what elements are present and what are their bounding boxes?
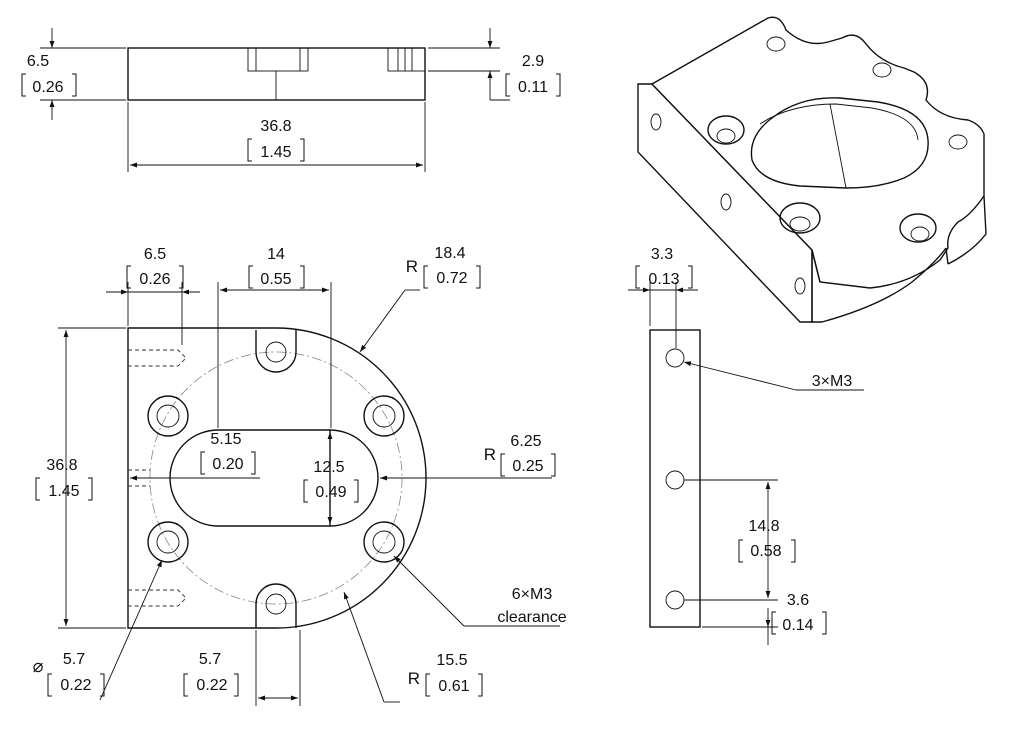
top-depth-in: 0.11: [518, 79, 548, 96]
slot-radius-prefix: R: [484, 445, 496, 464]
top-view: 6.5 0.26 2.9 0.11 36.8 1.45: [21, 28, 561, 172]
isometric-view: [637, 16, 987, 323]
top-width-mm: 36.8: [260, 118, 291, 135]
front-slot: [169, 429, 331, 527]
notch-width-in: 0.22: [196, 677, 227, 694]
iso-slot: [750, 97, 929, 189]
tapped-holes-label: 3×M3: [812, 373, 853, 390]
side-wall-in: 0.13: [648, 271, 679, 288]
left-wall-in: 0.26: [139, 271, 170, 288]
outer-radius-in: 0.72: [436, 270, 467, 287]
bolt-circle-mm: 15.5: [436, 652, 467, 669]
front-view: 6.5 0.26 14 0.55 R 18.4 0.72 5.15 0.20: [33, 245, 567, 706]
slot-offset-in: 0.20: [212, 456, 243, 473]
dim-bottom-offset: 3.6 0.14: [702, 592, 827, 645]
dim-tapped-holes: 3×M3: [683, 361, 864, 391]
counterbore-in: 0.22: [60, 677, 91, 694]
top-width-in: 1.45: [260, 144, 291, 161]
top-thickness-in: 0.26: [32, 79, 63, 96]
dim-front-height: 36.8 1.45: [35, 327, 126, 629]
top-view-counterbore: [247, 47, 309, 72]
hole-pattern-sub: clearance: [497, 609, 566, 626]
counterbore-mm: 5.7: [63, 651, 85, 668]
hole-spacing-in: 0.58: [750, 543, 781, 560]
bolt-circle-prefix: R: [408, 669, 420, 688]
outer-radius-prefix: R: [406, 257, 418, 276]
slot-span-mm: 14: [267, 246, 285, 263]
slot-radius-mm: 6.25: [510, 433, 541, 450]
dim-bolt-circle: R 15.5 0.61: [343, 591, 483, 703]
slot-span-in: 0.55: [260, 271, 291, 288]
dim-counterbore-dia: ⌀ 5.7 0.22: [33, 559, 163, 701]
slot-width-mm: 12.5: [313, 459, 344, 476]
front-view-outline: [127, 327, 427, 629]
side-view-outline: [649, 329, 701, 628]
slot-radius-in: 0.25: [512, 458, 543, 475]
iso-top-face: [650, 16, 985, 289]
dim-front-slot-span: 14 0.55: [217, 246, 332, 428]
front-holes: [147, 330, 405, 628]
dim-hole-pattern: 6×M3 clearance: [393, 555, 567, 627]
top-depth-mm: 2.9: [522, 53, 544, 70]
top-view-outline: [127, 47, 426, 101]
top-view-notch: [387, 47, 426, 72]
bottom-offset-in: 0.14: [782, 617, 813, 634]
dim-slot-width: 12.5 0.49: [303, 432, 359, 524]
left-wall-mm: 6.5: [144, 246, 166, 263]
dim-hole-spacing: 14.8 0.58: [684, 479, 796, 601]
dim-top-thickness: 6.5 0.26: [21, 28, 126, 120]
hole-pattern-label: 6×M3: [512, 586, 553, 603]
height-mm: 36.8: [46, 457, 77, 474]
dim-outer-radius: R 18.4 0.72: [359, 245, 481, 353]
top-thickness-mm: 6.5: [27, 53, 49, 70]
dim-slot-offset: 5.15 0.20: [130, 431, 260, 481]
bolt-circle-in: 0.61: [438, 678, 469, 695]
slot-width-in: 0.49: [315, 484, 346, 501]
dim-top-width: 36.8 1.45: [127, 102, 426, 172]
dim-notch-width: 5.7 0.22: [183, 630, 301, 706]
dim-top-depth: 2.9 0.11: [428, 28, 561, 101]
side-view: 3.3 0.13 3×M3 14.8 0.58 3.6 0.14: [628, 246, 864, 645]
outer-radius-mm: 18.4: [434, 245, 465, 262]
side-wall-mm: 3.3: [651, 246, 673, 263]
notch-width-mm: 5.7: [199, 651, 221, 668]
slot-offset-mm: 5.15: [210, 431, 241, 448]
dim-slot-radius: R 6.25 0.25: [380, 433, 556, 481]
hole-spacing-mm: 14.8: [748, 518, 779, 535]
height-in: 1.45: [48, 483, 79, 500]
dim-side-wall: 3.3 0.13: [628, 246, 698, 348]
dim-front-left-wall: 6.5 0.26: [106, 246, 200, 345]
bottom-offset-mm: 3.6: [787, 592, 809, 609]
counterbore-prefix: ⌀: [33, 656, 44, 676]
